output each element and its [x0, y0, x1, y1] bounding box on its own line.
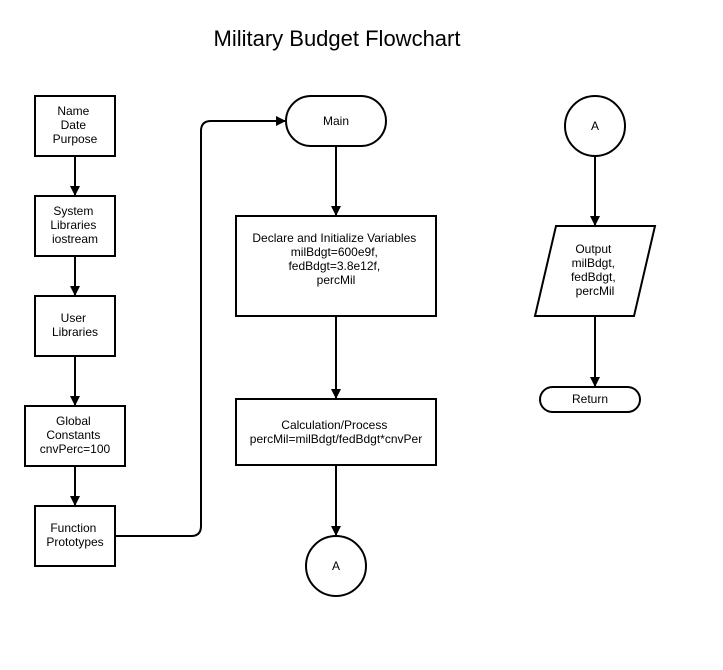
- global-constants-box: [24, 405, 126, 467]
- function-prototypes-line-1: Function: [50, 521, 96, 535]
- function-prototypes-label: Function Prototypes: [46, 521, 103, 549]
- user-libraries-label: User Libraries: [52, 311, 98, 339]
- calculation-label: Calculation/Process percMil=milBdgt/fedB…: [250, 418, 422, 446]
- main-label: Main: [323, 114, 349, 128]
- connector-a-out-label: A: [332, 559, 340, 573]
- output-line-3: fedBdgt,: [571, 270, 616, 284]
- output-line-4: percMil: [576, 284, 615, 298]
- system-libraries-line-1: System: [53, 204, 93, 218]
- header-label: Name Date Purpose: [53, 104, 98, 146]
- return-label: Return: [572, 392, 608, 406]
- declare-line-1: Declare and Initialize Variables: [252, 231, 416, 245]
- output-line-2: milBdgt,: [572, 256, 615, 270]
- output-label: Output milBdgt, fedBdgt, percMil: [571, 242, 619, 298]
- header-line-date: Date: [61, 118, 87, 132]
- declare-line-2: milBdgt=600e9f,: [291, 245, 378, 259]
- user-libraries-line-2: Libraries: [52, 325, 98, 339]
- global-constants-line-2: Constants: [46, 428, 100, 442]
- calculation-line-2: percMil=milBdgt/fedBdgt*cnvPer: [250, 432, 422, 446]
- edge-prototypes-to-main: [115, 116, 286, 537]
- function-prototypes-line-2: Prototypes: [46, 535, 103, 549]
- header-box: [34, 95, 116, 157]
- system-libraries-label: System Libraries iostream: [50, 204, 99, 246]
- system-libraries-line-3: iostream: [52, 232, 98, 246]
- calculation-box: [235, 398, 437, 466]
- diagram-title: Military Budget Flowchart: [214, 26, 461, 51]
- output-line-1: Output: [575, 242, 612, 256]
- connector-a-out: [305, 535, 367, 597]
- system-libraries-line-2: Libraries: [50, 218, 96, 232]
- connector-a-in-label: A: [591, 119, 599, 133]
- declare-line-4: percMil: [317, 273, 356, 287]
- return-terminator: [539, 386, 641, 413]
- header-line-purpose: Purpose: [53, 132, 98, 146]
- function-prototypes-box: [34, 505, 116, 567]
- global-constants-label: Global Constants cnvPerc=100: [40, 414, 111, 456]
- declare-line-3: fedBdgt=3.8e12f,: [288, 259, 380, 273]
- output-parallelogram: [533, 225, 657, 317]
- calculation-line-1: Calculation/Process: [281, 418, 387, 432]
- global-constants-line-3: cnvPerc=100: [40, 442, 111, 456]
- declare-variables-label: Declare and Initialize Variables milBdgt…: [252, 231, 419, 287]
- user-libraries-line-1: User: [61, 311, 86, 325]
- global-constants-line-1: Global: [56, 414, 91, 428]
- header-line-name: Name: [57, 104, 89, 118]
- system-libraries-box: [34, 195, 116, 257]
